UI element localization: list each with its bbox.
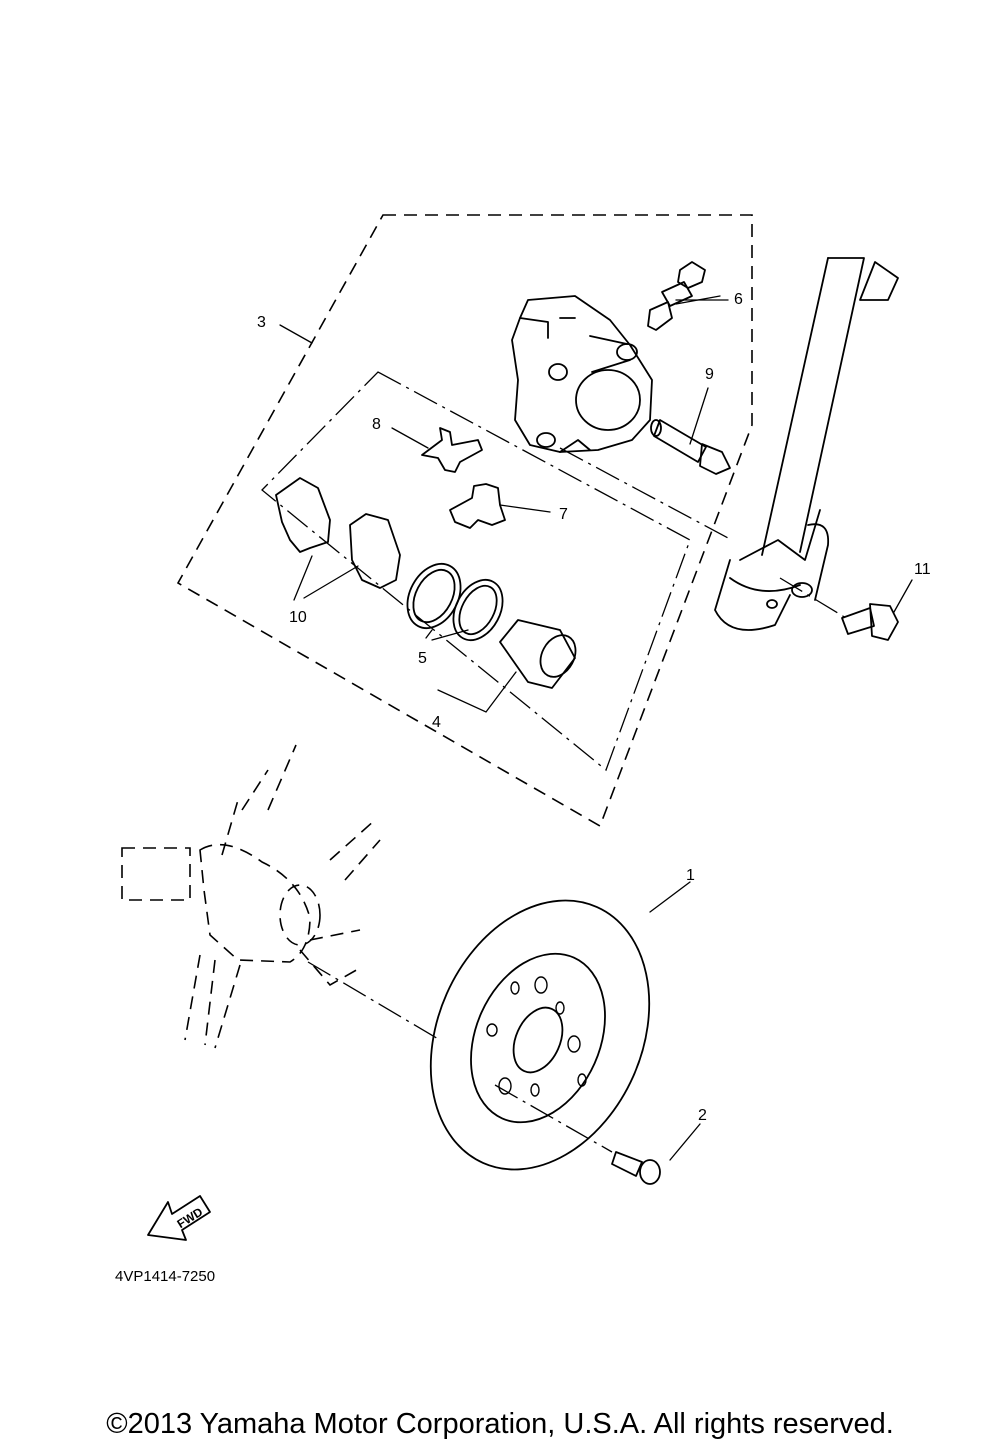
brake-disc <box>429 899 651 1171</box>
callout-2: 2 <box>698 1107 707 1124</box>
callout-7: 7 <box>559 506 568 523</box>
callout-9: 9 <box>705 366 714 383</box>
caliper-piston <box>499 619 577 689</box>
callout-6: 6 <box>734 291 743 308</box>
callout-1: 1 <box>686 867 695 884</box>
fwd-arrow-icon: FWD <box>147 1195 211 1241</box>
callout-4: 4 <box>432 714 441 731</box>
front-fork-leg <box>714 257 899 631</box>
callout-8: 8 <box>372 416 381 433</box>
pad-spring-7 <box>449 483 506 529</box>
diagram-code: 4VP1414-7250 <box>115 1268 215 1285</box>
caliper-assembly-outline <box>176 214 753 828</box>
disc-bolt <box>611 1151 661 1185</box>
pad-spring-8 <box>421 427 483 473</box>
callout-10: 10 <box>289 609 307 626</box>
caliper-bolt <box>650 419 731 475</box>
callout-5: 5 <box>418 650 427 667</box>
callout-11: 11 <box>914 561 931 578</box>
wheel-hub <box>121 744 381 1049</box>
pad-group-outline <box>261 371 691 772</box>
brake-pads <box>275 477 401 589</box>
flange-bolt-11 <box>841 603 899 641</box>
copyright-notice: ©2013 Yamaha Motor Corporation, U.S.A. A… <box>106 1408 894 1440</box>
brake-caliper <box>511 295 653 453</box>
bleed-screw <box>647 261 706 331</box>
piston-seals <box>406 563 504 641</box>
callout-3: 3 <box>257 314 266 331</box>
callouts: 1 2 3 4 5 6 7 8 9 10 11 <box>257 291 931 1124</box>
leader-lines <box>279 295 913 1161</box>
